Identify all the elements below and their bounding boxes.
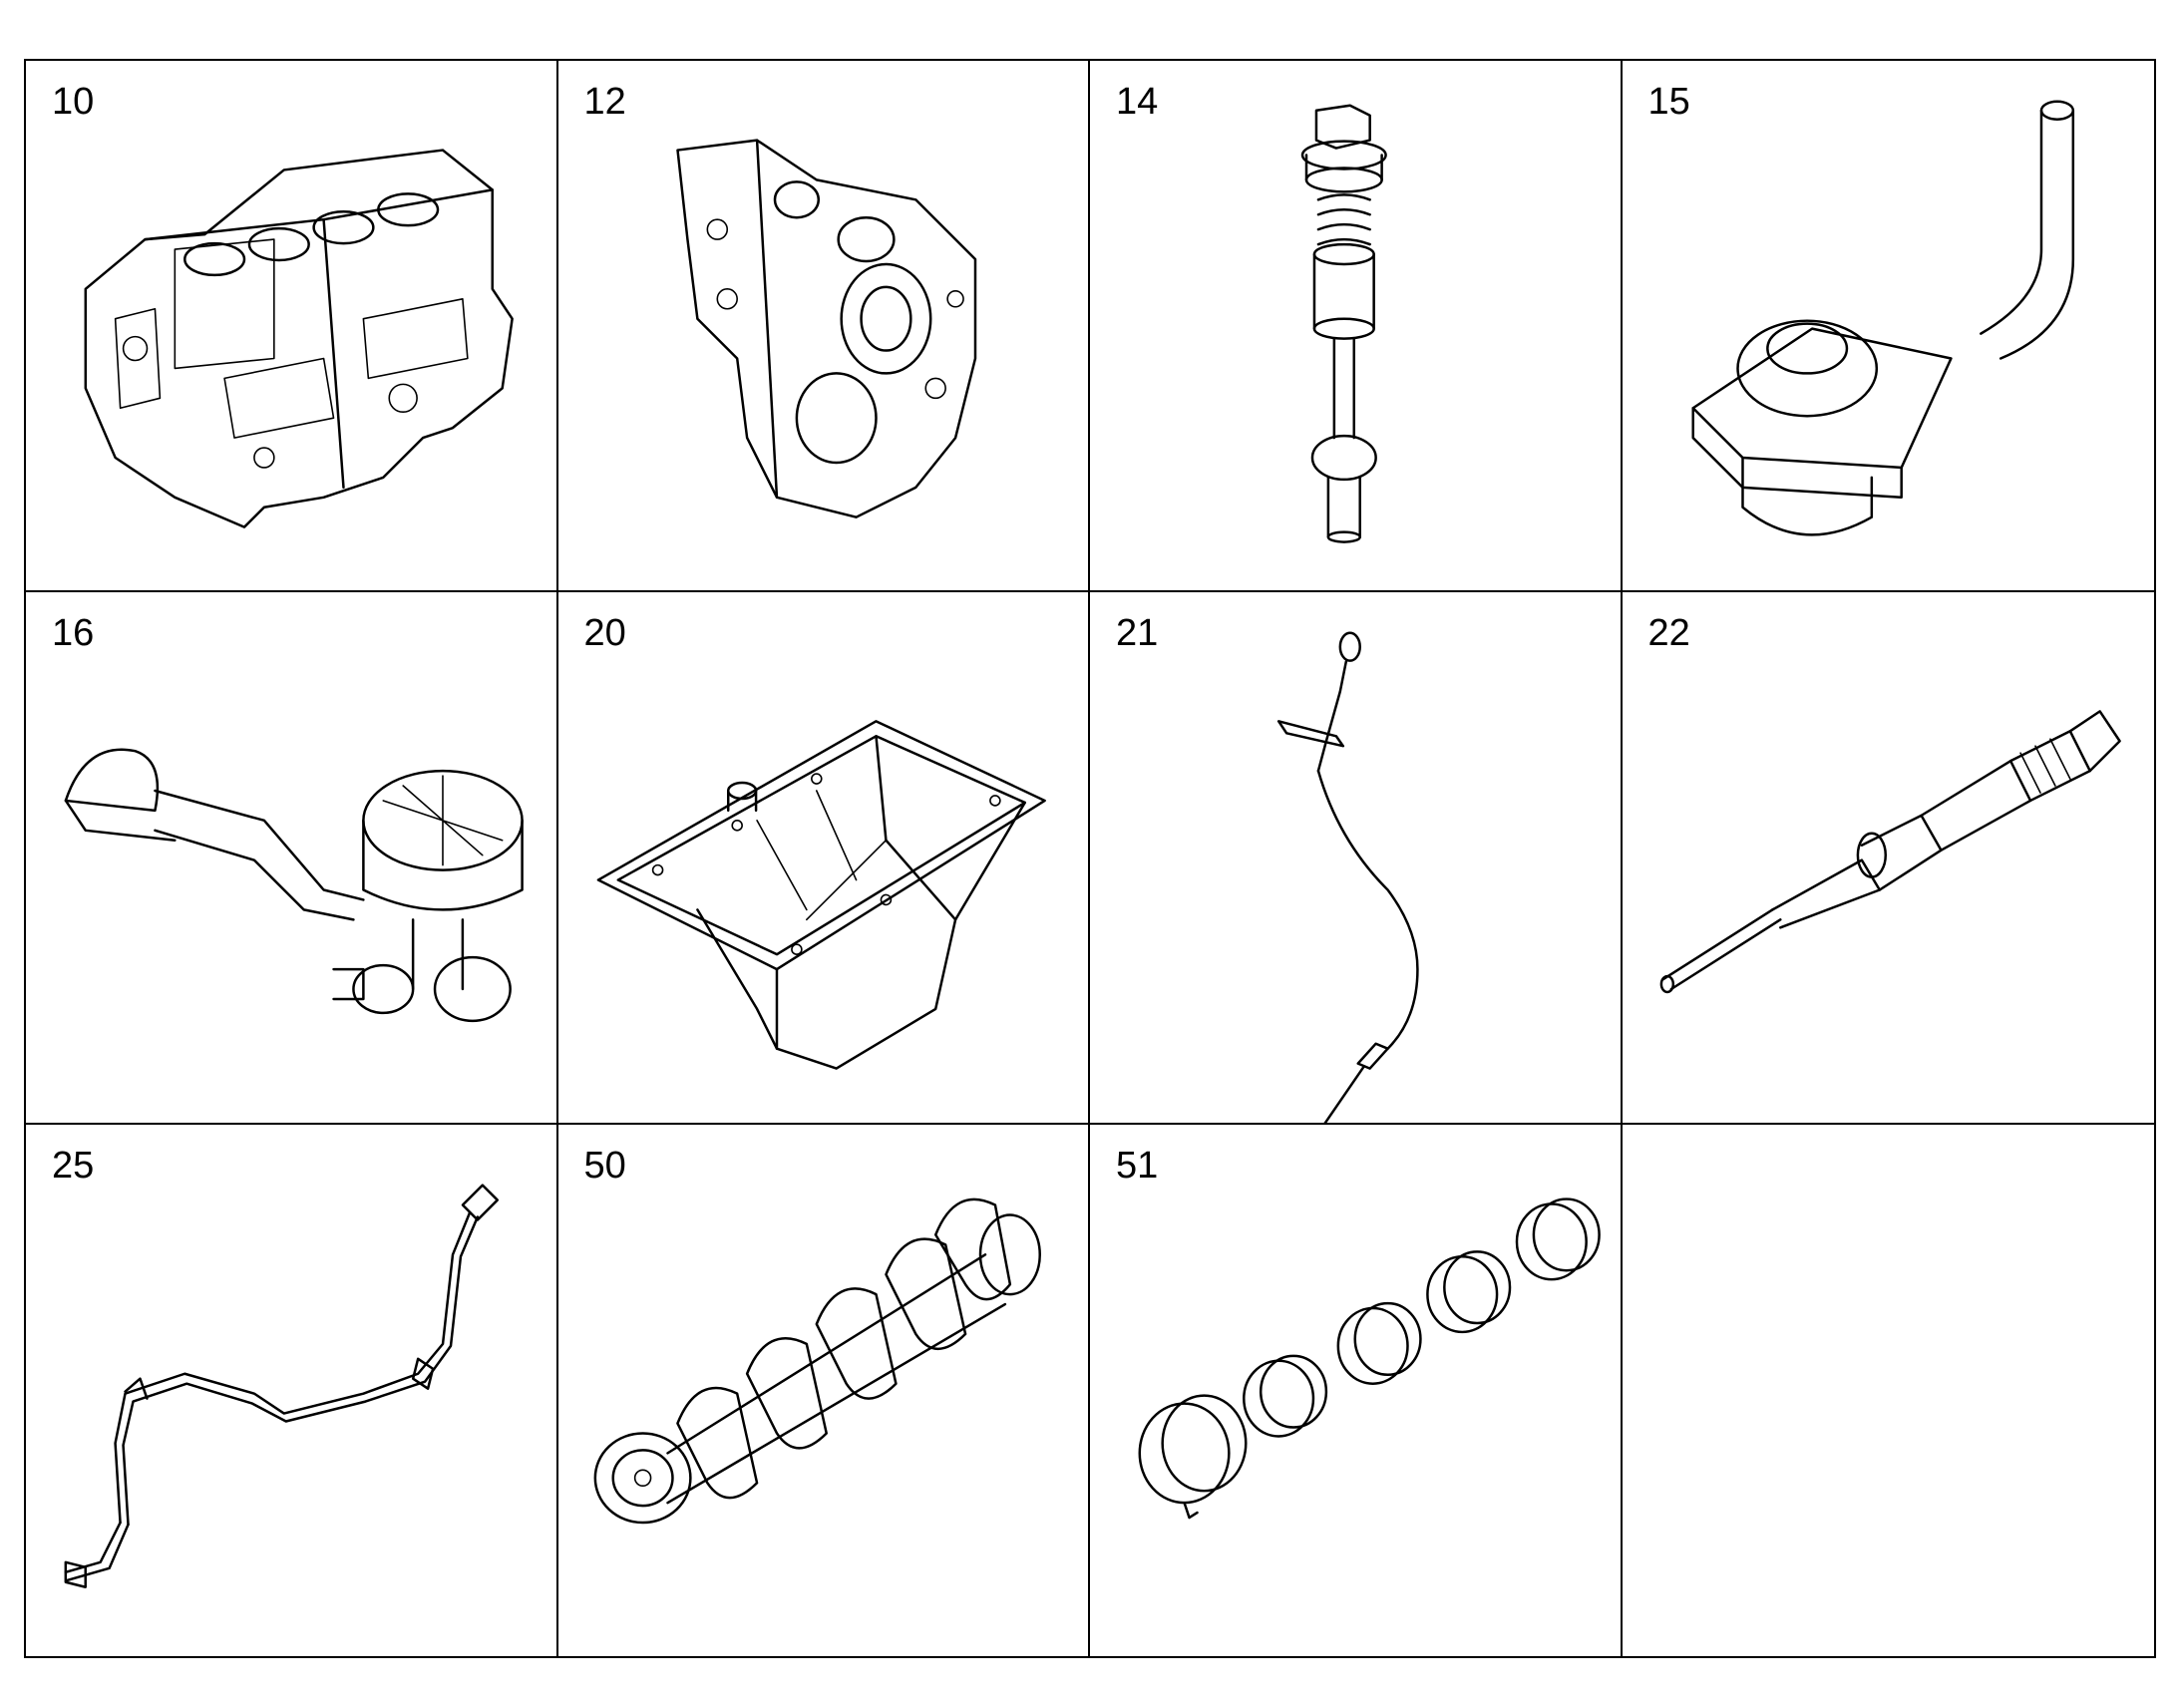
part-cell-22[interactable]: 22 [1622,592,2154,1125]
part-number: 15 [1647,81,1690,123]
crankshaft-icon [593,1197,1041,1524]
part-cell-25[interactable]: 25 [26,1124,558,1656]
oil-pan-icon [596,720,1046,1071]
dipstick-icon [1276,631,1419,1123]
part-cell-51[interactable]: 51 [1090,1124,1623,1656]
part-cell-15[interactable]: 15 [1622,61,2154,593]
part-cell-16[interactable]: 16 [26,592,558,1125]
part-cell-50[interactable]: 50 [558,1124,1090,1656]
part-number: 14 [1116,81,1159,123]
parts-grid: 10 12 [24,59,2156,1658]
part-cell-10[interactable]: 10 [26,61,558,593]
part-number: 50 [583,1144,626,1187]
part-number: 22 [1647,612,1690,655]
pipe-assembly-icon [64,1184,500,1588]
part-number: 20 [583,612,626,655]
part-cell-empty [1623,1125,2155,1656]
part-cell-21[interactable]: 21 [1090,592,1623,1125]
part-number: 21 [1116,612,1159,655]
engine-block-icon [84,149,514,528]
part-number: 51 [1116,1144,1159,1187]
part-number: 25 [52,1144,95,1187]
part-cell-20[interactable]: 20 [557,592,1090,1125]
part-cell-14[interactable]: 14 [1090,61,1623,593]
oil-pickup-icon [1690,100,2074,536]
timing-cover-icon [675,139,976,518]
part-number: 16 [52,612,95,655]
sensor-probe-icon [1659,710,2121,994]
valve-plug-icon [1300,104,1387,543]
part-number: 10 [52,81,95,123]
part-cell-12[interactable]: 12 [557,61,1090,593]
part-number: 12 [583,81,626,123]
breather-separator-icon [64,748,524,1023]
bearing-shells-icon [1138,1196,1601,1519]
